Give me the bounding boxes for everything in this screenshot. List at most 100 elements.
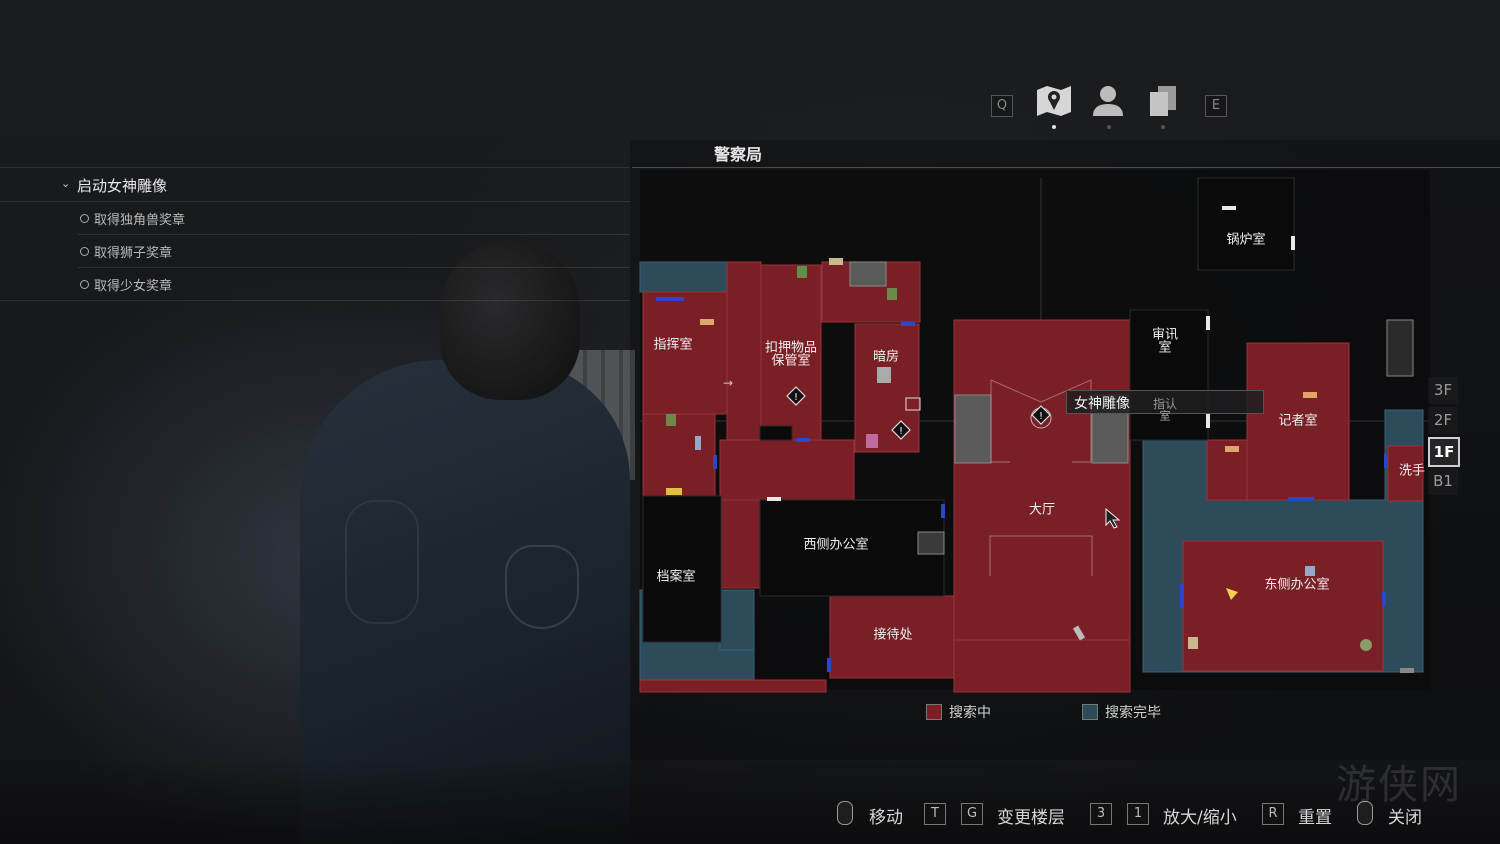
goddess-statue-marker[interactable]: ! (1030, 405, 1052, 429)
ammo-icon (700, 319, 714, 325)
chevron-down-icon: ⌄ (61, 177, 71, 190)
control-move: 移动 (869, 808, 903, 828)
legend-searching: 搜索中 (949, 705, 991, 721)
doors (656, 297, 1388, 672)
objective-item: 取得独角兽奖章 (80, 209, 185, 228)
room-label-hall: 大厅 (1028, 502, 1056, 518)
cursor-icon (1105, 507, 1121, 529)
legend-swatch-searching (926, 704, 942, 720)
ammo-icon (666, 488, 682, 495)
character-icon (1093, 86, 1123, 116)
room-label-evidence: 扣押物品 (764, 340, 818, 356)
control-close[interactable]: 关闭 (1388, 808, 1422, 828)
room-label-darkroom: 暗房 (872, 349, 900, 365)
svg-text:!: ! (899, 426, 903, 437)
legend-cleared: 搜索完毕 (1105, 705, 1161, 721)
circle-icon (80, 247, 89, 256)
spray-icon (1072, 625, 1086, 641)
tab-files-indicator (1161, 125, 1165, 129)
objective-divider (78, 234, 630, 235)
control-change-floor: 变更楼层 (997, 808, 1065, 828)
next-tab-key[interactable]: E (1205, 95, 1227, 117)
floor-b1[interactable]: B1 (1428, 468, 1458, 495)
callout-sub: 指认 (1153, 397, 1178, 411)
spray-icon (695, 436, 701, 450)
item-icon (1400, 668, 1414, 673)
item-box-icon (905, 397, 921, 411)
tab-map[interactable] (1035, 84, 1075, 124)
arrow-right-icon: → (723, 376, 733, 390)
tab-map-indicator (1052, 125, 1056, 129)
shoulder-patch (505, 545, 579, 629)
objective-item: 取得狮子奖章 (80, 242, 172, 261)
room-label-east-office: 东侧办公室 (1264, 577, 1330, 593)
herb-icon (866, 434, 878, 448)
control-reset: 重置 (1298, 808, 1332, 828)
callout-name: 女神雕像 (1074, 396, 1130, 412)
objective-divider (78, 267, 630, 268)
objective-divider (0, 201, 630, 202)
objective-title[interactable]: 启动女神雕像 (77, 177, 168, 195)
bottom-bar (0, 758, 1500, 844)
key-3[interactable]: 3 (1090, 803, 1112, 825)
room-label-interrogation-2: 室 (1158, 340, 1172, 356)
key-t[interactable]: T (924, 803, 946, 825)
unexplored-rooms (642, 177, 1295, 643)
hall-outline (989, 379, 1093, 576)
mouse-right-icon (1357, 801, 1373, 825)
floor-2f[interactable]: 2F (1428, 407, 1458, 434)
callout-sub-2: 室 (1159, 409, 1171, 423)
character-head (440, 240, 580, 400)
tab-character[interactable] (1090, 84, 1130, 124)
location-callout: 女神雕像 指认 (1066, 390, 1264, 414)
room-label-boiler: 锅炉室 (1226, 232, 1266, 248)
key-g[interactable]: G (961, 803, 983, 825)
files-icon (1150, 86, 1176, 116)
ammo-icon (1225, 446, 1239, 452)
map-title-divider (632, 167, 1500, 168)
prev-tab-key[interactable]: Q (991, 95, 1013, 117)
legend-swatch-cleared (1082, 704, 1098, 720)
room-label-reception: 接待处 (873, 627, 913, 643)
control-zoom: 放大/缩小 (1163, 808, 1237, 828)
searching-rooms (639, 261, 1424, 693)
objective-divider (0, 167, 630, 168)
room-label-interrogation: 审讯 (1151, 327, 1179, 343)
circle-icon (80, 280, 89, 289)
room-label-press: 记者室 (1278, 413, 1318, 429)
room-label-records: 档案室 (656, 569, 696, 585)
item-icon (1188, 637, 1198, 649)
herb-icon (797, 266, 807, 278)
grenade-icon (1360, 639, 1372, 651)
svg-text:!: ! (1039, 411, 1043, 422)
item-icon (829, 258, 843, 265)
white-doors (767, 206, 1295, 501)
key-1[interactable]: 1 (1127, 803, 1149, 825)
map-icon (1037, 86, 1071, 116)
mouse-icon (837, 801, 853, 825)
tab-character-indicator (1107, 125, 1111, 129)
floor-3f[interactable]: 3F (1428, 377, 1458, 404)
key-r[interactable]: R (1262, 803, 1284, 825)
room-label-evidence-2: 保管室 (771, 353, 811, 369)
player-marker-icon (1226, 588, 1238, 600)
room-label-command: 指挥室 (653, 337, 693, 353)
item-icon (1305, 566, 1315, 576)
circle-icon (80, 214, 89, 223)
watermark: 游侠网 (1336, 762, 1462, 808)
svg-text:!: ! (794, 392, 798, 403)
room-label-west-office: 西侧办公室 (803, 537, 869, 553)
item-icons[interactable] (666, 258, 1414, 673)
room-label-wash: 洗手 (1398, 463, 1426, 479)
map-title: 警察局 (714, 145, 763, 164)
tab-files[interactable] (1146, 84, 1186, 124)
ammo-icon (1303, 392, 1317, 398)
rpd-emblem (345, 500, 419, 624)
herb-icon (666, 414, 676, 426)
objective-divider (0, 300, 630, 301)
alert-marker[interactable]: ! (891, 420, 911, 440)
alert-marker[interactable]: ! (786, 386, 806, 406)
objective-item: 取得少女奖章 (80, 275, 172, 294)
floor-1f[interactable]: 1F (1428, 437, 1460, 467)
